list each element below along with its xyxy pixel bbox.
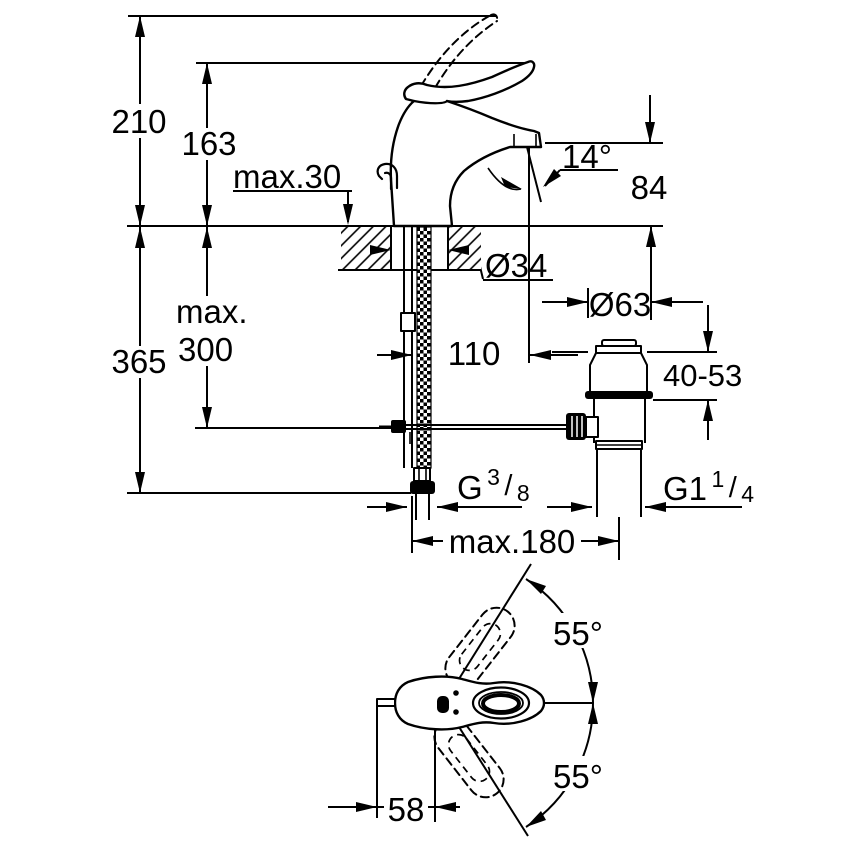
mounting-deck xyxy=(338,227,481,271)
dim-spout-reach: 110 xyxy=(448,335,501,372)
dim-handle-height: 163 xyxy=(181,125,236,162)
supply-thread-sub: 8 xyxy=(517,480,530,506)
g38-nut xyxy=(410,481,435,494)
faucet-side-view xyxy=(376,13,543,228)
top-view-body xyxy=(393,675,546,731)
dim-swing-down: 55° xyxy=(553,758,603,795)
dim-center-distance: max.180 xyxy=(449,523,576,560)
waste-flange xyxy=(585,391,653,399)
waste-thread-slash: / xyxy=(729,472,738,504)
handle-swung-up-dashed xyxy=(444,606,516,688)
dim-swing-up: 55° xyxy=(553,615,603,652)
braided-hose xyxy=(416,226,432,469)
dim-waste-diameter: Ø63 xyxy=(589,286,651,323)
dim-waste-adjust: 40-53 xyxy=(663,358,742,393)
dim-hole-diameter: Ø34 xyxy=(485,247,547,284)
side-hook xyxy=(376,162,399,191)
spout-opening xyxy=(481,693,521,714)
dim-overall-height: 210 xyxy=(111,103,166,140)
dim-total-depth: 365 xyxy=(111,343,166,380)
lever-pin xyxy=(376,698,396,707)
dim-supply-thread: G 3 / 8 xyxy=(457,464,530,506)
waste-thread-base: G1 xyxy=(663,470,707,507)
label-backplates xyxy=(108,104,610,824)
handle-swung-down-dashed xyxy=(433,717,505,799)
waste-thread-sup: 1 xyxy=(711,466,724,492)
dim-spout-angle: 14° xyxy=(562,138,612,175)
faucet-body xyxy=(389,60,543,228)
dimension-arrowheads xyxy=(135,16,713,827)
supply-thread-base: G xyxy=(457,469,483,506)
waste-assembly xyxy=(566,339,653,517)
dim-deck-thickness: max.30 xyxy=(233,158,341,195)
faucet-top-view xyxy=(328,563,595,837)
dim-below-max-1: max. xyxy=(176,293,248,330)
waste-thread-sub: 4 xyxy=(741,481,754,507)
rod-knob xyxy=(566,413,586,440)
pop-up-rod xyxy=(379,420,567,444)
dimension-labels: 210 163 max.30 14° 84 365 max. 300 Ø34 Ø… xyxy=(111,103,754,828)
dim-below-max-2: 300 xyxy=(178,331,233,368)
supply-thread-sup: 3 xyxy=(487,464,500,490)
dim-outlet-height: 84 xyxy=(631,169,668,206)
supply-thread-slash: / xyxy=(504,470,513,502)
dim-waste-thread: G1 1 / 4 xyxy=(663,466,754,507)
supply-hoses xyxy=(400,226,435,520)
dim-handle-offset: 58 xyxy=(388,791,425,828)
cartridge-slot xyxy=(437,696,449,713)
